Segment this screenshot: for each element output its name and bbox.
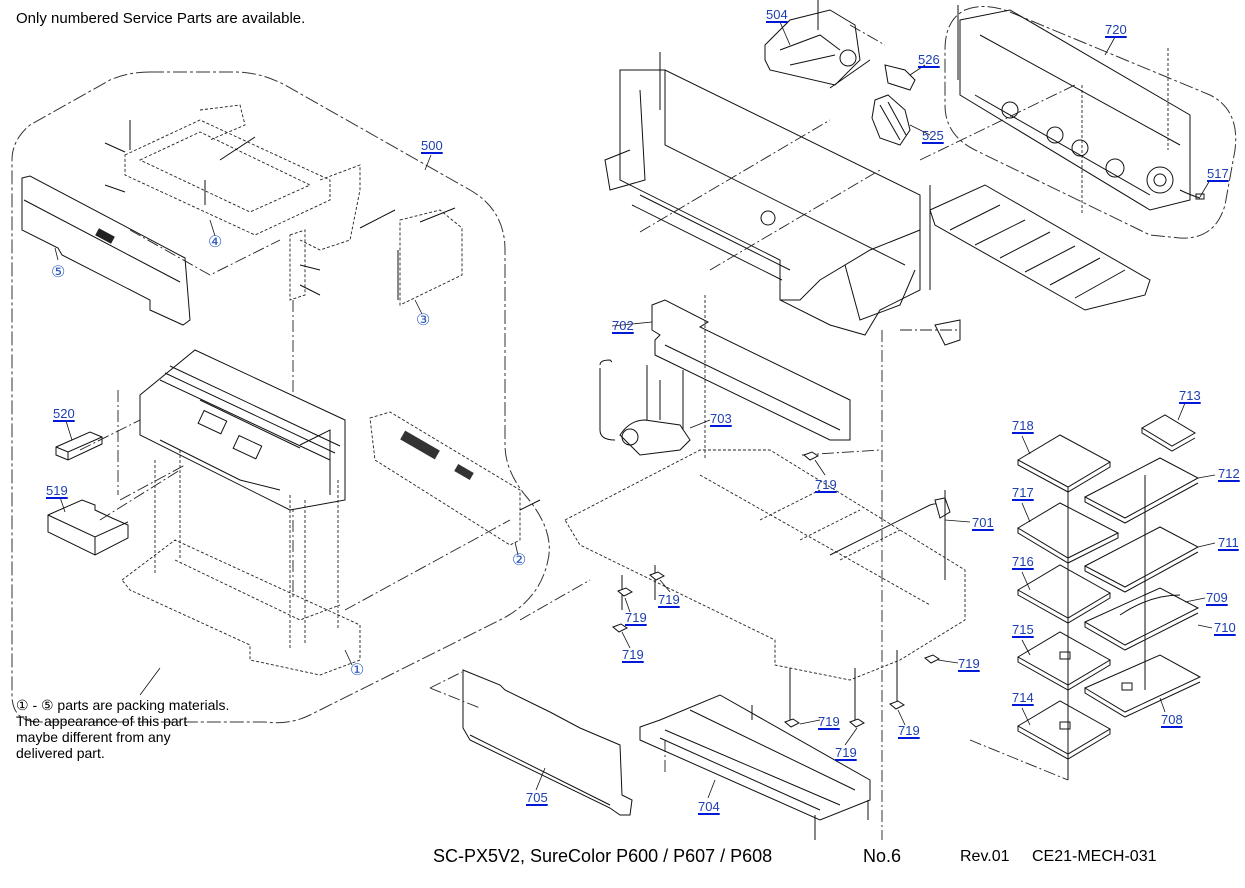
sensor-525 <box>871 94 911 146</box>
part-label-520[interactable]: 520 <box>53 406 75 421</box>
bracket-526 <box>884 64 916 91</box>
part-label-702[interactable]: 702 <box>612 318 634 333</box>
packing-label-5: ⑤ <box>51 264 66 281</box>
part-label-712[interactable]: 712 <box>1218 466 1240 481</box>
panel-705 <box>462 669 633 816</box>
packing-label-2: ② <box>512 552 527 569</box>
part-label-714[interactable]: 714 <box>1012 690 1034 705</box>
part-label-500[interactable]: 500 <box>421 138 443 153</box>
model-title: SC-PX5V2, SureColor P600 / P607 / P608 <box>433 846 773 866</box>
packing-label-1: ① <box>350 662 365 679</box>
packing-block-520 <box>55 431 103 461</box>
part-label-705[interactable]: 705 <box>526 790 548 805</box>
tray-base-packing <box>121 450 361 676</box>
part-label-719-g[interactable]: 719 <box>835 745 857 760</box>
part-label-704[interactable]: 704 <box>698 799 720 814</box>
part-label-716[interactable]: 716 <box>1012 554 1034 569</box>
part-label-713[interactable]: 713 <box>1179 388 1201 403</box>
front-panel-packing <box>21 175 191 326</box>
revision: Rev.01 <box>960 848 1010 865</box>
tray-704 <box>639 694 871 821</box>
part-label-719-f[interactable]: 719 <box>818 714 840 729</box>
packing-note-line-3: maybe different from any <box>16 729 171 745</box>
rear-panel-packing <box>344 411 541 611</box>
top-cover-frame <box>104 104 396 301</box>
part-label-517[interactable]: 517 <box>1207 166 1229 181</box>
part-label-719-c[interactable]: 719 <box>625 610 647 625</box>
leader-lines <box>54 21 1216 799</box>
main-frame <box>604 52 961 346</box>
page-number: No.6 <box>863 846 902 866</box>
part-label-719-a[interactable]: 719 <box>815 477 837 492</box>
motor-703 <box>599 359 691 456</box>
part-label-525[interactable]: 525 <box>922 128 944 143</box>
packing-block-519 <box>47 499 129 556</box>
packing-note-line-2: The appearance of this part <box>16 713 188 729</box>
part-label-719-e[interactable]: 719 <box>958 656 980 671</box>
part-label-711[interactable]: 711 <box>1218 535 1239 550</box>
packing-label-4: ④ <box>208 234 223 251</box>
packing-note-line-4: delivered part. <box>16 745 105 761</box>
part-label-526[interactable]: 526 <box>918 52 940 67</box>
document-code: CE21-MECH-031 <box>1032 848 1157 865</box>
packing-note-line-1: ① - ⑤ parts are packing materials. <box>16 697 230 713</box>
part-label-720[interactable]: 720 <box>1105 22 1127 37</box>
part-label-717[interactable]: 717 <box>1012 485 1034 500</box>
part-label-504[interactable]: 504 <box>766 7 788 22</box>
part-label-701[interactable]: 701 <box>972 515 994 530</box>
part-label-709[interactable]: 709 <box>1206 590 1228 605</box>
part-label-710[interactable]: 710 <box>1214 620 1236 635</box>
paper-feed-assembly <box>919 5 1205 215</box>
part-label-715[interactable]: 715 <box>1012 622 1034 637</box>
carriage-unit <box>764 0 886 89</box>
side-plate-packing <box>397 207 463 306</box>
group-outline-500 <box>11 71 550 724</box>
part-label-719-d[interactable]: 719 <box>622 647 644 662</box>
service-parts-notice: Only numbered Service Parts are availabl… <box>16 10 306 27</box>
part-label-719-b[interactable]: 719 <box>658 592 680 607</box>
paper-guide-comb <box>929 184 1151 311</box>
part-label-708[interactable]: 708 <box>1161 712 1183 727</box>
ink-absorber-pads <box>969 414 1202 781</box>
foot-pads <box>612 451 940 728</box>
printer-mechanism-packed <box>139 349 346 511</box>
group-outline-720 <box>944 6 1237 239</box>
part-label-703[interactable]: 703 <box>710 411 732 426</box>
part-label-718[interactable]: 718 <box>1012 418 1034 433</box>
cover-702 <box>651 299 851 441</box>
part-label-519[interactable]: 519 <box>46 483 68 498</box>
part-label-719-h[interactable]: 719 <box>898 723 920 738</box>
packing-label-3: ③ <box>416 312 431 329</box>
